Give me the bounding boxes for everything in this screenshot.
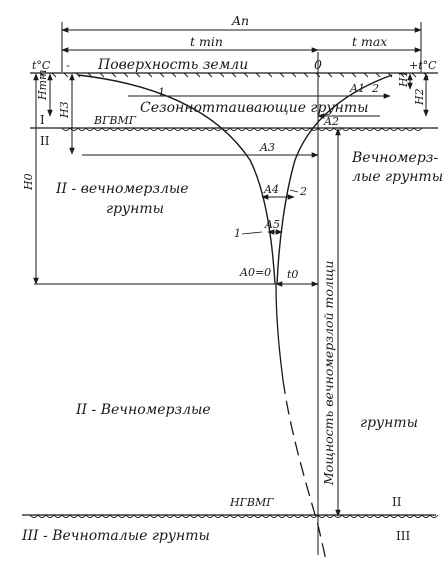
curve-1-lower-label: 1 — [234, 227, 241, 240]
curve-1-top-label: 1 — [158, 86, 165, 99]
curve-dashed-extension — [282, 379, 327, 561]
thickness-label: Мощность вечномерзлой толщи — [321, 261, 336, 486]
A5-label: A5 — [264, 218, 280, 231]
h3-label: H3 — [58, 101, 71, 119]
zone-I-label: I — [40, 113, 45, 127]
temp-right-label: +t°C — [409, 59, 437, 72]
A0-label: A0=0 — [239, 266, 271, 279]
seasonal-layer-label: Сезонноттаивающие грунты — [140, 100, 369, 116]
curve-2-lower-leader — [289, 189, 299, 193]
t0-label: t0 — [287, 268, 298, 281]
h0-label: H0 — [22, 173, 35, 191]
upper-boundary-scallops — [61, 127, 423, 131]
A2-label: A2 — [323, 115, 339, 128]
temp-left-label: t°C — [32, 59, 51, 72]
permafrost-mid-line-1: II - Вечномерзлые — [75, 402, 211, 418]
surface-label: Поверхность земли — [97, 57, 248, 73]
vgvmg-label: ВГВМГ — [93, 114, 137, 127]
A1-label: A1 — [349, 82, 365, 95]
curve-merged-below — [275, 283, 284, 381]
tmax-label: t max — [352, 34, 387, 49]
A4-label: A4 — [263, 183, 279, 196]
zone-II-lower-label: II — [392, 495, 402, 509]
h-tm-label: Hтт — [36, 70, 49, 101]
curve-2-top-label: 2 — [371, 82, 379, 95]
lower-boundary-scallops — [29, 514, 439, 518]
A3-label: A3 — [259, 141, 275, 154]
curve-1-min-temperature — [77, 74, 276, 285]
h2-label: H2 — [413, 88, 426, 106]
curve-1-lower-leader — [241, 231, 263, 235]
curve-2-max-temperature — [276, 74, 393, 285]
ngvmg-label: НГВМГ — [229, 496, 274, 509]
permafrost-left-line-2: грунты — [106, 201, 164, 217]
thawed-ground-label: III - Вечноталые грунты — [21, 528, 210, 544]
zone-III-label: III — [396, 529, 410, 543]
permafrost-left-line-1: II - вечномерзлые — [55, 181, 189, 197]
minus-sign-label: - — [66, 59, 70, 72]
curve-2-lower-label: 2 — [299, 185, 307, 198]
h1-label: H1 — [397, 70, 410, 88]
amplitude-label: Aп — [231, 13, 249, 28]
permafrost-right-line-2: лые грунты — [352, 169, 443, 185]
zone-II-upper-label: II — [40, 134, 50, 148]
tmin-label: t min — [190, 34, 223, 49]
permafrost-right-line-1: Вечномерз- — [351, 150, 438, 166]
permafrost-mid-line-2: грунты — [360, 415, 418, 431]
